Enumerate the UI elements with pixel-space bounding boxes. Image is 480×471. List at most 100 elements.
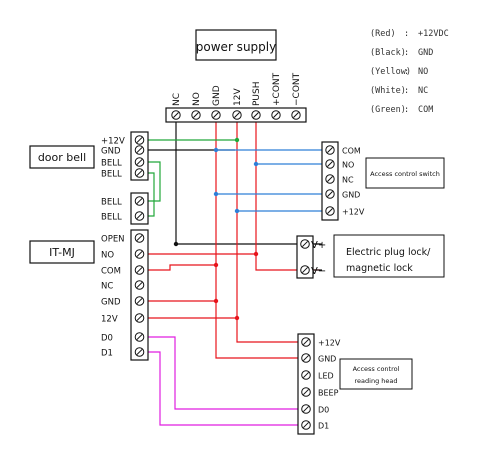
reading-head-label-line1: Access control: [353, 365, 400, 373]
terminal-screw-icon: [325, 159, 335, 169]
door-bell: door bell: [29, 145, 95, 169]
controller-terminal-label: GND: [101, 147, 121, 157]
legend-signal: NO: [418, 67, 428, 77]
terminal-screw-icon: [301, 387, 311, 397]
terminal-screw-icon: [301, 420, 311, 430]
legend-signal: NC: [418, 86, 428, 96]
terminal-screw-icon: [325, 189, 335, 199]
wire-red-com: [146, 264, 216, 271]
wire-red-12v-to-reader: [236, 115, 306, 343]
color-legend: (Red):+12VDC(Black):GND(Yellow):NO(White…: [370, 29, 449, 115]
power-terminal-label: 12V: [233, 88, 243, 106]
controller-terminal-strip: +12VGNDBELLBELLBELLBELLOPENNOCOMNCGND12V…: [101, 131, 149, 361]
terminal-screw-icon: [251, 110, 261, 120]
terminal-screw-icon: [134, 313, 145, 323]
junction-dot: [213, 147, 219, 153]
terminal-screw-icon: [134, 196, 145, 206]
controller-terminal-label: +12V: [101, 137, 125, 147]
junction-dot: [213, 191, 219, 197]
switch-terminal-label: NO: [342, 161, 354, 170]
controller-terminal-label: OPEN: [101, 235, 125, 245]
legend-separator: :: [404, 48, 409, 58]
electric-lock: V+V− Electric plug lock/ magnetic lock: [296, 234, 445, 279]
power-terminal-label: NC: [172, 93, 182, 106]
terminal-screw-icon: [134, 211, 145, 221]
terminal-screw-icon: [134, 347, 145, 357]
terminal-screw-icon: [134, 296, 145, 306]
controller-terminal-label: NO: [101, 251, 114, 261]
legend-separator: :: [404, 29, 409, 39]
legend-color-name: (Yellow): [370, 67, 411, 77]
wire-magenta-d1: [146, 351, 306, 426]
terminal-screw-icon: [134, 157, 145, 167]
junction-dot: [253, 251, 259, 257]
switch-terminal-label: GND: [342, 191, 360, 200]
legend-color-name: (Red): [370, 29, 396, 39]
controller-terminal-label: BELL: [101, 198, 122, 208]
it-mj: IT-MJ: [29, 240, 95, 264]
controller-terminal-label: 12V: [101, 315, 118, 325]
terminal-screw-icon: [300, 265, 310, 275]
reader-terminal-label: GND: [318, 355, 336, 364]
reader-terminal-label: +12V: [318, 339, 341, 348]
junction-dot: [213, 262, 219, 268]
junction-dot: [234, 137, 240, 143]
terminal-screw-icon: [291, 110, 301, 120]
terminal-screw-icon: [325, 145, 335, 155]
wire-black-nc-to-vplus: [175, 115, 320, 245]
legend-color-name: (Green): [370, 105, 406, 115]
terminal-screw-icon: [271, 110, 281, 120]
it-mj-label: IT-MJ: [49, 246, 75, 259]
junction-dot: [213, 298, 219, 304]
terminal-screw-icon: [211, 110, 221, 120]
junction-dot: [234, 315, 240, 321]
reading-head-label-line2: reading head: [355, 377, 398, 385]
power-supply-label: power supply: [196, 40, 276, 54]
terminal-screw-icon: [191, 110, 201, 120]
switch-terminal-strip: COM NO NC GND +12V: [321, 141, 365, 221]
power-terminal-label: NO: [192, 92, 202, 106]
switch-terminal-label: NC: [342, 176, 354, 185]
controller-terminal-label: COM: [101, 267, 121, 277]
terminal-screw-icon: [134, 280, 145, 290]
legend-signal: GND: [418, 48, 433, 58]
terminal-screw-icon: [134, 168, 145, 178]
legend-signal: +12VDC: [418, 29, 449, 39]
wires: [146, 115, 330, 426]
access-switch-label: Access control switch: [370, 170, 440, 178]
lock-terminal-strip: V+V−: [296, 235, 326, 279]
junction-dot: [234, 208, 240, 214]
power-terminal-label: GND: [212, 85, 222, 106]
switch-terminal-label: COM: [342, 147, 361, 156]
terminal-screw-icon: [134, 233, 145, 243]
terminal-screw-icon: [301, 370, 311, 380]
electric-lock-label-line1: Electric plug lock/: [346, 247, 431, 258]
access-control-switch: COM NO NC GND +12V Access control switch: [321, 141, 445, 221]
reader-terminal-label: D0: [318, 406, 329, 415]
junction-dot: [253, 161, 259, 167]
junction-dot: [173, 241, 179, 247]
terminal-screw-icon: [300, 239, 310, 249]
power-terminal-label: +CONT: [272, 72, 282, 106]
switch-terminal-label: +12V: [342, 208, 365, 217]
controller-terminal-label: BELL: [101, 159, 122, 169]
terminal-screw-icon: [134, 135, 145, 145]
power-terminal-label: −CONT: [292, 72, 302, 106]
wire-green-bell-loop-a: [146, 161, 161, 202]
wire-magenta-d0: [146, 336, 306, 410]
reader-terminal-label: D1: [318, 422, 329, 431]
terminal-screw-icon: [134, 249, 145, 259]
legend-separator: :: [404, 105, 409, 115]
terminal-screw-icon: [301, 353, 311, 363]
controller-terminal-label: D0: [101, 334, 113, 344]
terminal-screw-icon: [134, 332, 145, 342]
controller-terminal-label: GND: [101, 298, 121, 308]
terminal-screw-icon: [301, 404, 311, 414]
legend-color-name: (Black): [370, 48, 406, 58]
controller-terminal-label: D1: [101, 349, 113, 359]
